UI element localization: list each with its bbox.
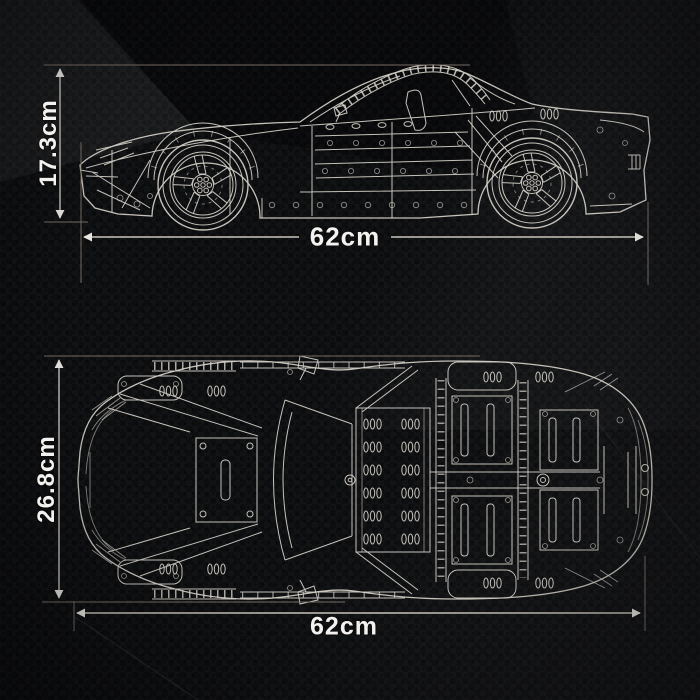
top-view-car-drawing [77, 355, 653, 605]
top-engine-louvres [355, 407, 431, 553]
top-hood-panel [195, 437, 258, 523]
side-wheel-arches [147, 120, 588, 181]
side-pin-holes [116, 126, 628, 209]
top-width-label: 26.8cm [33, 435, 60, 523]
side-length-label: 62cm [309, 221, 381, 252]
top-length-label: 62cm [310, 612, 378, 641]
side-view-car-drawing [79, 64, 651, 230]
top-pin-holes [121, 369, 624, 591]
top-view-dimensions [42, 355, 646, 631]
side-view-dimensions [44, 64, 649, 285]
side-height-label: 17.3cm [35, 99, 62, 187]
background-streaks [74, 404, 700, 700]
top-rear-panels [451, 395, 599, 565]
top-glasshouse [273, 399, 356, 561]
side-rear-wheel [487, 138, 577, 228]
top-front-vents [159, 385, 226, 575]
side-front-wheel [158, 140, 248, 230]
